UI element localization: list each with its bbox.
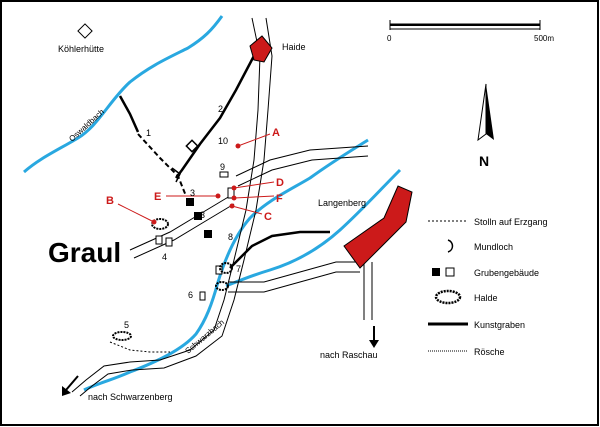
pit-building-9 [219, 171, 229, 178]
site-number-6: 6 [188, 290, 193, 300]
label-nach-schwarzenberg: nach Schwarzenberg [88, 392, 173, 402]
langenberg-building [343, 185, 413, 269]
road-langenberg [228, 261, 360, 293]
site-number-8: 8 [228, 232, 233, 242]
legend-halde: Halde [474, 293, 498, 303]
site-number-5: 5 [124, 320, 129, 330]
main-road [71, 17, 273, 397]
site-letter-d: D [276, 177, 284, 189]
scale-start: 0 [387, 34, 392, 43]
arrow-raschau [369, 326, 379, 348]
site-letter-b: B [106, 195, 114, 207]
site-number-9: 9 [220, 162, 225, 172]
kunstgraben-north [175, 51, 258, 179]
marker-points [151, 143, 241, 225]
site-number-3b: 3 [200, 210, 205, 220]
haide-building [249, 35, 273, 63]
legend-gruben: Grubengebäude [474, 268, 539, 278]
legend-roesche: Rösche [474, 347, 505, 357]
legend-stolln: Stolln auf Erzgang [474, 217, 548, 227]
road-raschau [363, 262, 373, 320]
roesche-line [109, 341, 170, 353]
north-label: N [479, 153, 489, 169]
road-upper-right [235, 145, 369, 187]
mundloch-marker [171, 167, 181, 183]
site-letter-f: F [276, 193, 283, 205]
legend-mundloch: Mundloch [474, 242, 513, 252]
site-number-1: 1 [146, 128, 151, 138]
site-number-10: 10 [218, 136, 228, 146]
halde-7 [219, 262, 233, 274]
pit-building-8 [204, 230, 212, 238]
site-letter-a: A [272, 127, 280, 139]
site-letter-c: C [264, 211, 272, 223]
pit-building-4b [165, 237, 173, 247]
legend [428, 220, 468, 352]
legend-gruben-open [445, 267, 455, 277]
koehlerhuette-marker [77, 23, 93, 39]
halde-b [151, 218, 169, 230]
site-letter-e: E [154, 191, 161, 203]
legend-gruben-filled [432, 268, 440, 276]
kunstgraben-east [229, 230, 330, 269]
pit-building-4a [155, 235, 163, 245]
legend-kunstgraben: Kunstgraben [474, 320, 525, 330]
site-number-2: 2 [218, 104, 223, 114]
site-number-7: 7 [236, 264, 241, 274]
pit-building-2 [185, 139, 199, 153]
pit-building-3 [186, 198, 194, 206]
pit-building-a [227, 187, 235, 199]
legend-mundloch-symbol [447, 239, 454, 253]
scale-bar [389, 20, 541, 30]
north-arrow-icon [477, 83, 494, 142]
scale-end: 500m [534, 34, 554, 43]
label-graul: Graul [48, 237, 121, 268]
site-number-4: 4 [162, 252, 167, 262]
site-number-3: 3 [190, 188, 195, 198]
road-left [129, 195, 235, 259]
label-haide: Haide [282, 42, 306, 52]
arrow-schwarzenberg [62, 375, 79, 396]
marker-leaders [117, 133, 275, 223]
pit-building-7 [215, 265, 223, 275]
kunstgraben-oswald [118, 95, 140, 133]
pit-building-3b [194, 212, 202, 220]
label-langenberg: Langenberg [318, 198, 366, 208]
oswaldbach-stream [23, 15, 224, 174]
schwarzbach-tributary [225, 168, 402, 288]
halde-5 [112, 331, 132, 341]
label-koehlerhuette: Köhlerhütte [58, 44, 104, 54]
halde-stream [215, 281, 229, 291]
pit-building-6 [199, 291, 206, 301]
label-oswaldbach: Oswaldbach [67, 107, 106, 143]
legend-halde-symbol [434, 289, 462, 305]
stolln-line [137, 133, 187, 197]
label-nach-raschau: nach Raschau [320, 350, 378, 360]
